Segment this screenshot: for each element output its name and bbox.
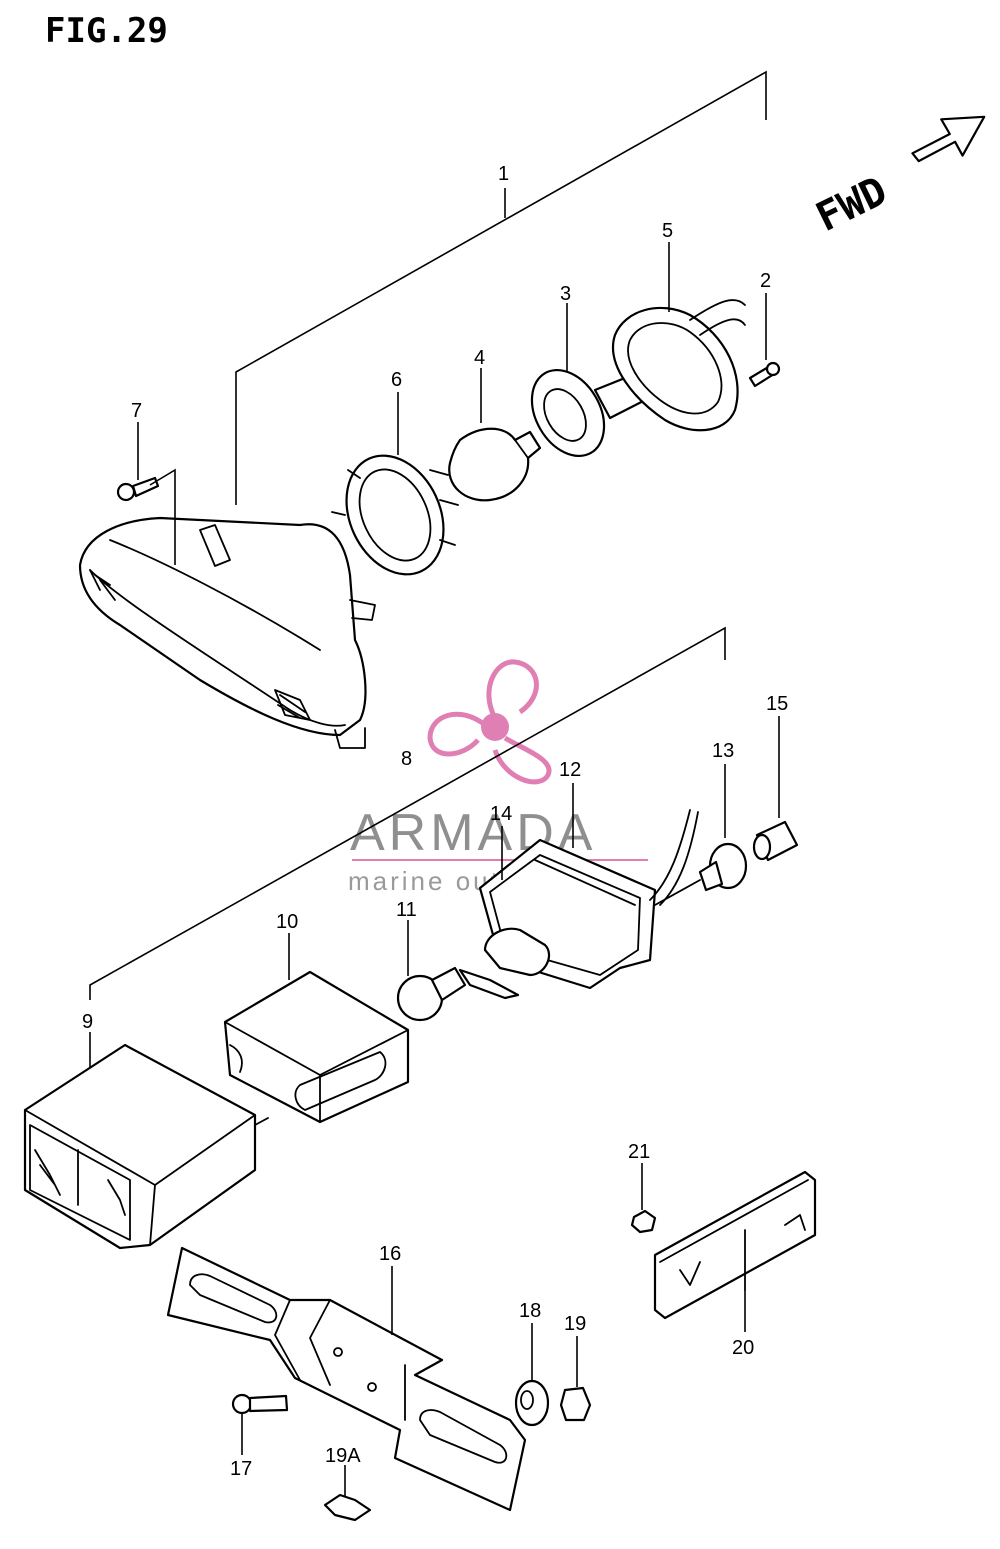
callout-16: 16 (379, 1243, 401, 1265)
callout-8: 8 (401, 748, 412, 770)
callout-20: 20 (732, 1337, 754, 1359)
license-lamp-part-9 (23, 1032, 269, 1250)
callout-labels: 1 2 3 4 5 6 7 8 9 10 11 12 13 14 15 16 1… (82, 163, 788, 1480)
leader-line-part-1 (235, 70, 767, 505)
propeller-hub (481, 713, 509, 741)
callout-6: 6 (391, 369, 402, 391)
screw-part-2 (748, 293, 781, 388)
callout-17: 17 (230, 1458, 252, 1480)
lens-cover-part-10 (223, 933, 410, 1124)
callout-19a: 19A (325, 1445, 361, 1467)
nut-part-19 (559, 1336, 592, 1422)
callout-7: 7 (131, 400, 142, 422)
spacer-part-15 (752, 716, 799, 862)
socket-gasket-part-12 (458, 783, 699, 1000)
bracket-part-16 (166, 1246, 527, 1512)
callout-3: 3 (560, 283, 571, 305)
callout-5: 5 (662, 220, 673, 242)
turn-signal-housing (78, 516, 376, 749)
leader-line-part-9 (89, 626, 726, 1000)
fwd-label: FWD (809, 168, 894, 241)
bolt-part-17 (231, 1393, 289, 1455)
nut-part-21 (630, 1163, 657, 1234)
screw-part-7 (116, 422, 176, 565)
reflector-part-20 (653, 1170, 817, 1332)
propeller-blade-right (492, 735, 552, 785)
washer-part-18 (514, 1323, 550, 1427)
callout-4: 4 (474, 347, 485, 369)
callout-11: 11 (396, 899, 417, 921)
bulb-part-4 (448, 368, 542, 502)
callout-14: 14 (490, 803, 512, 825)
callout-1: 1 (498, 163, 509, 185)
grommet-part-13 (654, 842, 748, 906)
propeller-blade-top (486, 659, 539, 720)
retaining-ring-part-6 (331, 392, 459, 576)
callout-18: 18 (519, 1300, 541, 1322)
propeller-blade-left (427, 711, 487, 757)
gasket-part-5 (612, 242, 746, 432)
callout-2: 2 (760, 270, 771, 292)
figure-title: FIG.29 (45, 11, 168, 51)
fastener-part-19a (323, 1465, 372, 1522)
callout-9: 9 (82, 1011, 93, 1033)
callout-13: 13 (712, 740, 734, 762)
callout-15: 15 (766, 693, 788, 715)
forward-direction-indicator: FWD (809, 115, 986, 241)
propeller-logo-icon (427, 659, 552, 785)
callout-12: 12 (559, 759, 581, 781)
callout-10: 10 (276, 911, 298, 933)
bulb-part-11 (396, 920, 467, 1022)
callout-19: 19 (564, 1313, 586, 1335)
callout-21: 21 (628, 1141, 650, 1163)
fwd-arrow-icon (911, 115, 986, 163)
